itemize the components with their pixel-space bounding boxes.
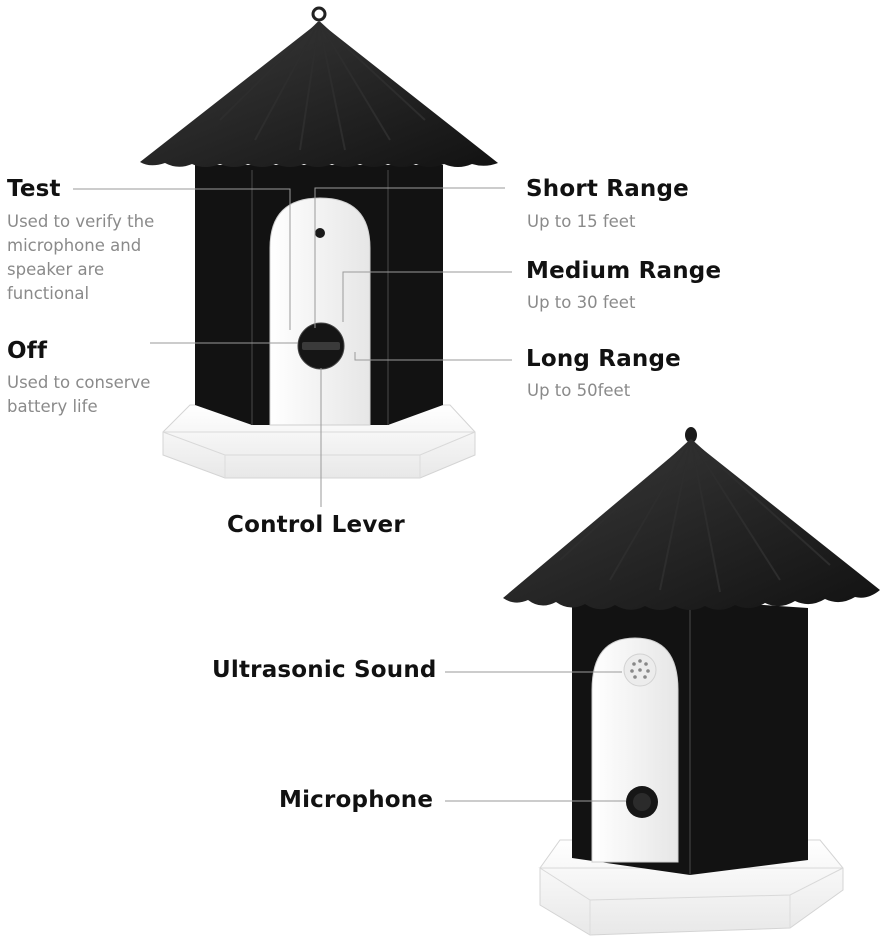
off-description-line: Used to conserve (7, 373, 151, 392)
control-lever-label: Control Lever (227, 512, 405, 538)
medium-range-leader-line (342, 271, 512, 322)
off-description-line: battery life (7, 397, 98, 416)
test-description-line: speaker are (7, 260, 105, 279)
device-roof (140, 21, 498, 167)
test-description-line: Used to verify the (7, 212, 155, 231)
short-range-title: Short Range (526, 176, 689, 202)
control-panel (269, 197, 371, 426)
long-range-description: Up to 50feet (527, 381, 631, 400)
control-lever-knob-icon (297, 322, 345, 370)
medium-range-title: Medium Range (526, 258, 722, 284)
off-title: Off (7, 338, 48, 364)
medium-range-description: Up to 30 feet (527, 293, 636, 312)
microphone-label: Microphone (279, 787, 434, 813)
long-range-leader-line (354, 352, 512, 361)
off-description: Used to conserve battery life (7, 371, 150, 419)
short-range-description: Up to 15 feet (527, 212, 636, 231)
device-roof-2 (503, 439, 880, 610)
test-description-line: functional (7, 284, 90, 303)
ultrasonic-sound-label: Ultrasonic Sound (212, 657, 437, 683)
short-range-leader-line (314, 187, 505, 328)
test-description: Used to verify the microphone and speake… (7, 210, 154, 306)
leader-lines (73, 187, 626, 802)
device-front (140, 6, 498, 479)
long-range-title: Long Range (526, 346, 681, 372)
device-side (503, 427, 880, 936)
test-title: Test (7, 176, 61, 202)
hanging-hook-icon (311, 6, 327, 22)
microphone-icon (626, 786, 658, 818)
hanging-knob-icon (685, 427, 697, 443)
test-leader-line (73, 188, 291, 330)
speaker-grille-icon (623, 653, 657, 687)
test-description-line: microphone and (7, 236, 142, 255)
device-base (162, 404, 476, 479)
test-indicator-icon (315, 228, 325, 238)
